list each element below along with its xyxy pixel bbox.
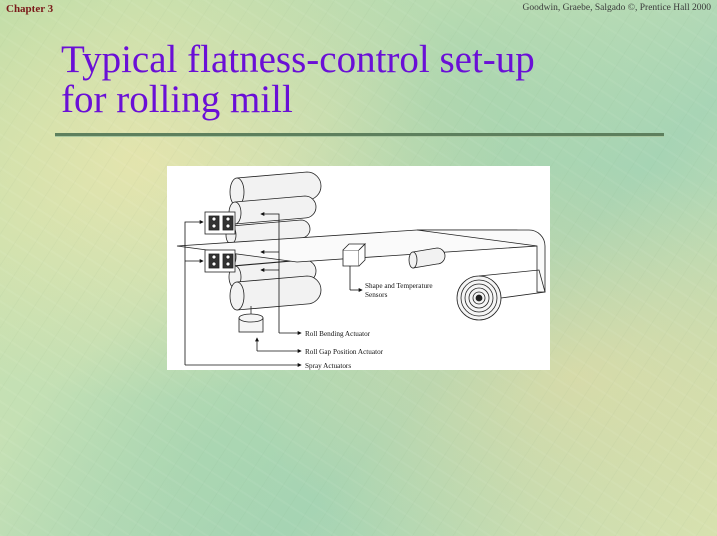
slide-title-line-1: Typical flatness-control set-up [61,38,535,81]
strip-coil [456,269,546,321]
spray-block-lower [204,249,236,273]
roll-bending-label: Roll Bending Actuator [305,330,371,338]
title-divider [55,133,664,136]
slide-title: Typical flatness-control set-up for roll… [61,40,681,120]
spray-block-upper [204,211,236,235]
control-lines [184,212,302,367]
shape-sensor-box [342,243,366,267]
slide-title-line-2: for rolling mill [61,78,293,121]
spray-actuators-label: Spray Actuators [305,362,351,370]
deflector-roll [408,247,446,269]
roll-gap-actuator [238,306,264,333]
chapter-label: Chapter 3 [6,3,54,15]
shape-sensors-label-line-2: Sensors [365,291,388,299]
shape-sensors-label-line-1: Shape and Temperature [365,282,433,290]
roll-gap-label: Roll Gap Position Actuator [305,348,384,356]
credit-label: Goodwin, Graebe, Salgado ©, Prentice Hal… [522,3,711,13]
rolling-mill-diagram: Shape and Temperature Sensors [167,166,550,370]
